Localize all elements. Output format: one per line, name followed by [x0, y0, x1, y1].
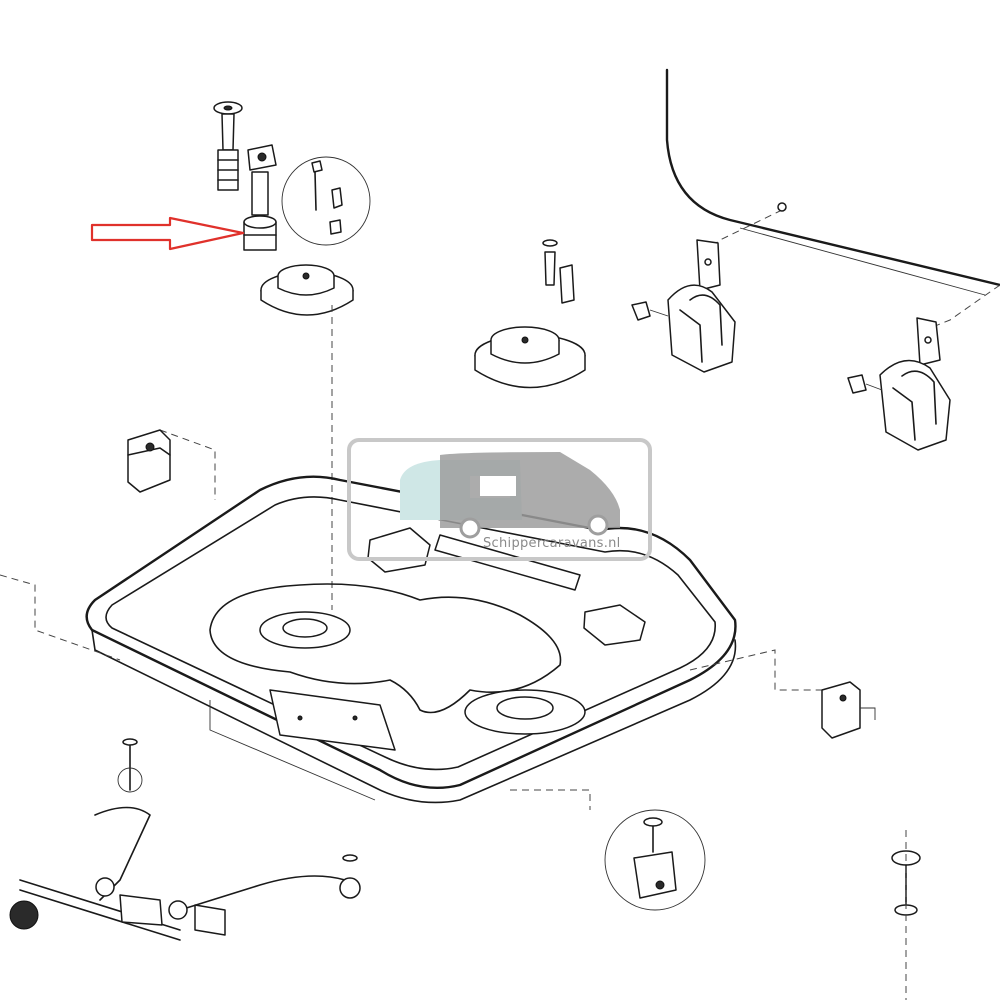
- camper-icon: [440, 452, 620, 528]
- watermark-logo: Schippercaravans.nl: [347, 438, 652, 561]
- hob-tray: [85, 475, 737, 804]
- detail-circle-front: [604, 809, 706, 911]
- clip-right: [821, 681, 876, 739]
- burner-cap-rear: [260, 264, 354, 316]
- watermark-text: Schippercaravans.nl: [483, 536, 621, 551]
- hinge-right: [847, 284, 1000, 451]
- control-knob: [891, 830, 921, 1000]
- watermark-frame: [347, 438, 652, 561]
- burner-cap-front: [474, 326, 586, 389]
- clip-left: [127, 429, 171, 493]
- detail-circle-rear: [281, 156, 371, 610]
- electrode-parts-mid: [542, 239, 575, 304]
- thermocouple-assembly: [243, 144, 277, 251]
- leader-lines: [0, 429, 835, 810]
- wheel-icon: [587, 514, 609, 536]
- gas-valve-stem: [213, 101, 243, 191]
- arrow-right-icon: [90, 216, 245, 251]
- wheel-icon: [459, 517, 481, 539]
- camper-window: [480, 476, 516, 496]
- hinge-left: [631, 202, 787, 373]
- gas-manifold: [9, 738, 361, 941]
- lid-outline: [665, 68, 1000, 296]
- pointer-arrow: [90, 216, 245, 251]
